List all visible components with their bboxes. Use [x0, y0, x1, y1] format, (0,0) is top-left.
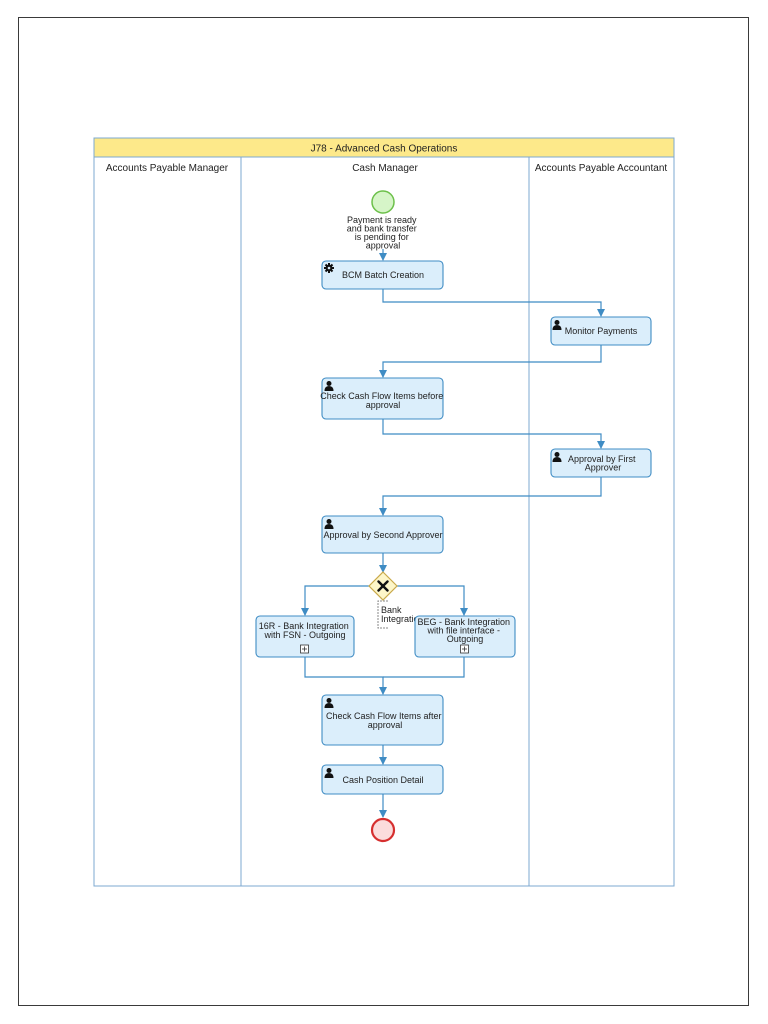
task-check-cash-flow-before[interactable]: Check Cash Flow Items before approval — [320, 377, 446, 420]
pool-title: J78 - Advanced Cash Operations — [311, 144, 458, 155]
task-cash-position-detail[interactable]: Cash Position Detail — [321, 764, 444, 795]
user-icon — [552, 452, 562, 462]
task-label: Check Cash Flow Items before approval — [320, 391, 446, 410]
task-monitor-payments[interactable]: Monitor Payments — [550, 316, 652, 346]
start-event[interactable] — [371, 190, 395, 214]
x-icon — [377, 580, 389, 592]
page-frame — [18, 17, 749, 1006]
user-icon — [324, 768, 334, 778]
sequence-flow[interactable] — [383, 657, 465, 678]
start-event-label: Payment is ready and bank transfer is pe… — [347, 215, 420, 251]
task-check-cash-flow-after[interactable]: Check Cash Flow Items after approval — [321, 694, 444, 746]
sequence-flow[interactable] — [397, 585, 468, 616]
expand-subprocess-icon[interactable] — [300, 644, 309, 654]
sequence-flow[interactable] — [379, 345, 602, 378]
lane-label-cash-manager: Cash Manager — [352, 163, 418, 174]
subprocess-beg-bank-integration[interactable]: BEG - Bank Integration with file interfa… — [414, 615, 516, 658]
lane-label-accounts-payable-accountant: Accounts Payable Accountant — [535, 163, 668, 174]
task-approval-first-approver[interactable]: Approval by First Approver — [550, 448, 652, 478]
pool-header — [93, 137, 675, 158]
task-label: Check Cash Flow Items after approval — [326, 711, 444, 730]
task-label: Monitor Payments — [565, 326, 638, 336]
sequence-flows — [301, 249, 605, 818]
gateway-annotation: Bank Integration — [377, 600, 424, 629]
end-event[interactable] — [370, 817, 396, 843]
task-label: Approval by Second Approver — [323, 530, 442, 540]
task-bcm-batch-creation[interactable]: BCM Batch Creation — [321, 260, 444, 290]
sequence-flow[interactable] — [379, 477, 602, 516]
user-icon — [552, 320, 562, 330]
task-label: Cash Position Detail — [342, 775, 423, 785]
task-label: 16R - Bank Integration with FSN - Outgoi… — [259, 621, 352, 640]
task-label: BEG - Bank Integration with file interfa… — [417, 617, 512, 644]
annotation-text: Bank Integration — [381, 605, 424, 624]
sequence-flow[interactable] — [382, 419, 605, 449]
gear-icon — [324, 263, 334, 273]
user-icon — [324, 698, 334, 708]
subprocess-16r-bank-integration[interactable]: 16R - Bank Integration with FSN - Outgoi… — [255, 615, 355, 658]
task-label: BCM Batch Creation — [342, 270, 424, 280]
user-icon — [324, 381, 334, 391]
lane-label-accounts-payable-manager: Accounts Payable Manager — [106, 163, 229, 174]
sequence-flow[interactable] — [382, 289, 605, 317]
expand-subprocess-icon[interactable] — [460, 644, 469, 654]
exclusive-gateway[interactable] — [368, 571, 398, 601]
user-icon — [324, 519, 334, 529]
task-label: Approval by First Approver — [568, 454, 638, 473]
task-approval-second-approver[interactable]: Approval by Second Approver — [321, 515, 444, 554]
sequence-flow[interactable] — [304, 657, 387, 695]
sequence-flow[interactable] — [301, 585, 369, 616]
